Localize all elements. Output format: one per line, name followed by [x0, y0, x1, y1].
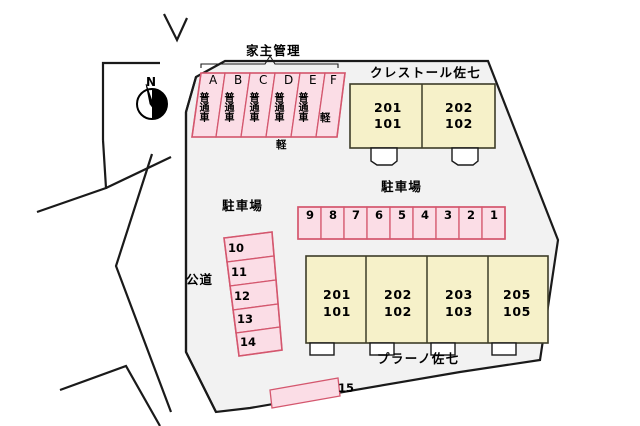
stall-num-6: 6: [375, 208, 384, 222]
road-branch-upper-left: [36, 139, 108, 214]
left-column-outline: [223, 231, 283, 357]
center-row-outline: [297, 206, 506, 240]
unit-plano-2-upper: 202: [384, 287, 412, 302]
building-plano: [305, 255, 549, 356]
building-plano-name: プラーノ佐七: [377, 351, 460, 366]
parking-label-left: 駐車場: [222, 198, 264, 213]
porch-plano-unit-2: [369, 342, 395, 356]
landlord-management-label: 家主管理: [246, 43, 301, 58]
stall-num-11: 11: [231, 265, 248, 279]
unit-crestall-1-upper: 201: [374, 100, 402, 115]
stall-type-B: 普通車: [222, 92, 233, 122]
porch-plano-unit-1: [309, 342, 335, 356]
north-arrow: [136, 83, 168, 120]
landlord-brace: [200, 54, 339, 68]
stall-type-E: 普通車: [296, 92, 307, 122]
building-crestall-name: クレストール佐七: [370, 65, 482, 80]
unit-crestall-2-lower: 102: [445, 116, 473, 131]
stall-num-8: 8: [329, 208, 338, 222]
porch-crestall-unit-1: [370, 147, 398, 166]
stall-label-F: F: [330, 73, 337, 87]
unit-crestall-1-lower: 101: [374, 116, 402, 131]
stall-type-F: 軽: [320, 112, 331, 124]
stall-num-5: 5: [398, 208, 407, 222]
stall-num-14: 14: [240, 335, 257, 349]
stall-num-12: 12: [234, 289, 251, 303]
kei-outer-label: 軽: [276, 139, 287, 151]
center-stall-row: [297, 206, 506, 240]
stall-type-C: 普通車: [247, 92, 258, 122]
porch-crestall-unit-2: [451, 147, 479, 166]
porch-plano-unit-4: [491, 342, 517, 356]
unit-plano-2-lower: 102: [384, 304, 412, 319]
landlord-stall-row: [191, 72, 346, 138]
stall-type-D: 普通車: [272, 92, 283, 122]
unit-plano-4-upper: 205: [503, 287, 531, 302]
road-branch-lower-left: [59, 364, 161, 426]
parking-label-center: 駐車場: [381, 179, 423, 194]
road-edge-left-inner: [184, 76, 217, 413]
stall-num-1: 1: [490, 208, 499, 222]
compass-needle: [145, 83, 157, 113]
unit-plano-1-lower: 101: [323, 304, 351, 319]
road-edge-outer: [114, 153, 173, 413]
unit-plano-1-upper: 201: [323, 287, 351, 302]
road-branch-upper-left-2: [105, 156, 172, 189]
porch-plano-unit-3: [430, 342, 456, 356]
stall-label-D: D: [284, 73, 294, 87]
stall-num-9: 9: [306, 208, 315, 222]
stall-num-3: 3: [444, 208, 453, 222]
stall-num-2: 2: [467, 208, 476, 222]
compass-dark-half: [152, 89, 167, 119]
unit-plano-3-lower: 103: [445, 304, 473, 319]
north-label: N: [146, 75, 157, 89]
unit-plano-3-upper: 203: [445, 287, 473, 302]
stall-num-4: 4: [421, 208, 430, 222]
building-crestall: [349, 83, 496, 166]
road-branch-top-vertical: [101, 61, 160, 140]
stall-label-B: B: [234, 73, 243, 87]
stall-num-10: 10: [228, 241, 245, 255]
stall-num-7: 7: [352, 208, 361, 222]
stall-num-15: 15: [338, 381, 355, 395]
stall-label-A: A: [209, 73, 218, 87]
stall-type-A: 普通車: [197, 92, 208, 122]
landlord-row-outline: [191, 72, 346, 138]
road-branch-top-v-left: [163, 13, 189, 43]
stall-15[interactable]: [269, 377, 341, 409]
stall-num-13: 13: [237, 312, 254, 326]
stall-label-E: E: [309, 73, 317, 87]
unit-crestall-2-upper: 202: [445, 100, 473, 115]
stall-label-C: C: [259, 73, 268, 87]
public-road-label: 公道: [186, 272, 214, 287]
left-stall-column: [223, 231, 283, 357]
unit-plano-4-lower: 105: [503, 304, 531, 319]
